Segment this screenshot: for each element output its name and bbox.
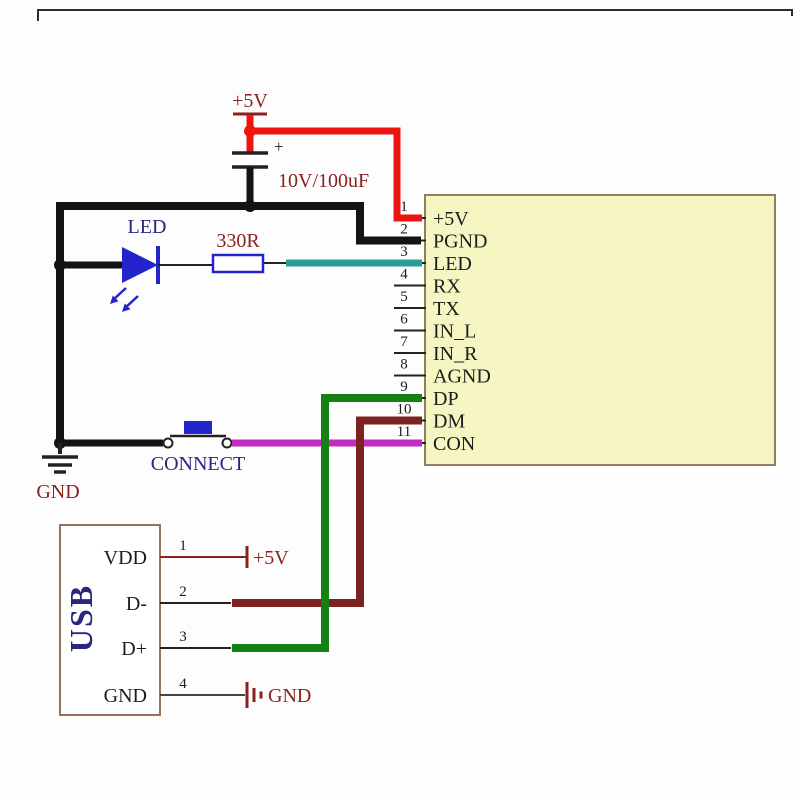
ic-pin-number: 3 [400, 244, 408, 260]
usb-body [59, 524, 161, 716]
resistor-symbol [211, 253, 265, 274]
ic-pin-name: TX [433, 298, 460, 320]
ground-symbol [42, 443, 78, 474]
usb-ground-symbol [245, 682, 263, 708]
ic-pin-number: 2 [400, 222, 408, 238]
ic-pin-number: 5 [400, 289, 408, 305]
led-arrow-head [110, 295, 119, 304]
ic-pin-number: 10 [397, 402, 412, 418]
led-symbol [122, 247, 158, 283]
switch-label: CONNECT [151, 453, 245, 475]
ground-label: GND [36, 481, 79, 503]
switch-button-cap [184, 421, 212, 434]
ic-pin-name: LED [433, 253, 472, 275]
power-rail-label: +5V [232, 90, 268, 112]
ic-pin-name: PGND [433, 231, 487, 253]
ic-pin-name: DP [433, 388, 459, 410]
wire-pgnd-rail [56, 202, 421, 443]
ic-pin-number: 4 [400, 267, 408, 283]
wire-dp [232, 394, 422, 652]
ic-pin-name: CON [433, 433, 475, 455]
led-emission-arrows [110, 287, 139, 312]
ic-pin-number: 1 [400, 199, 408, 215]
ic-pin-name: IN_R [433, 343, 478, 365]
usb-label: USB [63, 584, 99, 652]
usb-pin-number: 3 [179, 629, 187, 645]
switch-contact-left [162, 437, 174, 449]
led-arrow-head [122, 303, 131, 312]
usb-pin-number: 1 [179, 538, 187, 554]
usb-pin-number: 2 [179, 584, 187, 600]
junction-dot [54, 259, 66, 271]
junction-dot [244, 200, 256, 212]
usb-gnd-net-label: GND [268, 685, 311, 707]
ic-pin-number: 6 [400, 312, 408, 328]
junction-dot [244, 125, 256, 137]
usb-pin-name: D+ [121, 638, 147, 660]
ic-pin-name: DM [433, 411, 465, 433]
resistor-value-label: 330R [216, 230, 260, 252]
usb-pin-name: GND [104, 685, 147, 707]
led-label: LED [128, 216, 167, 238]
wire-dm [232, 416, 422, 607]
usb-vdd-net-label: +5V [253, 547, 289, 569]
capacitor-polarity-mark: + [274, 137, 284, 156]
ic-pin-number: 11 [397, 424, 411, 440]
ic-pin-number: 8 [400, 357, 408, 373]
usb-pin-name: VDD [104, 547, 147, 569]
ic-pin-name: IN_L [433, 321, 476, 343]
usb-pin-number: 4 [179, 676, 187, 692]
ic-pin-number: 9 [400, 379, 408, 395]
capacitor-value-label: 10V/100uF [278, 170, 369, 192]
usb-pin-name: D- [126, 593, 147, 615]
ic-pin-name: AGND [433, 366, 491, 388]
ic-body [424, 194, 776, 466]
ic-pin-number: 7 [400, 334, 408, 350]
ic-pin-name: +5V [433, 208, 469, 230]
switch-contact-right [221, 437, 233, 449]
frame-artifact [37, 9, 793, 21]
ic-pin-name: RX [433, 276, 461, 298]
